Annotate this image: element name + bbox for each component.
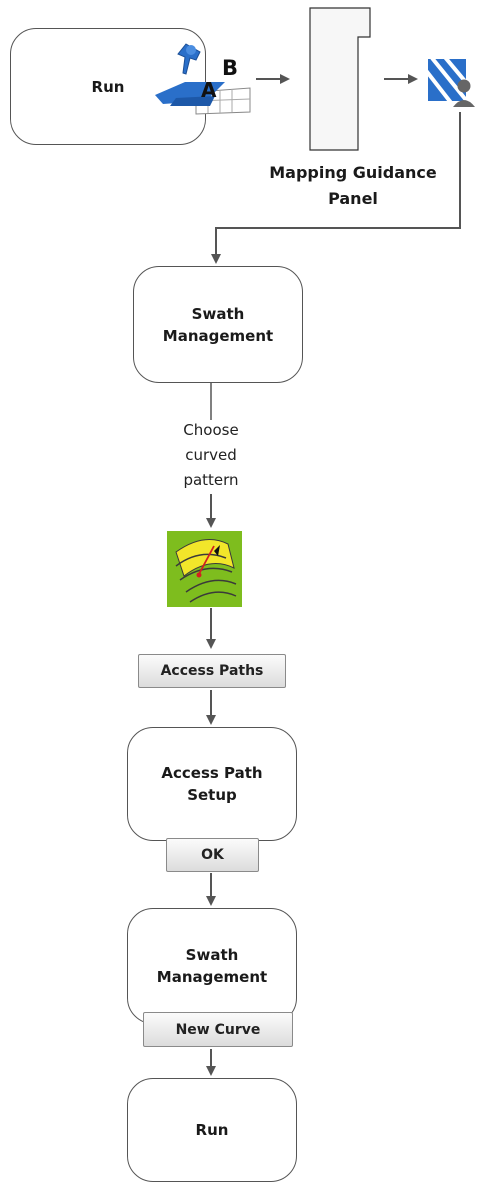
new-curve-button[interactable]: New Curve — [143, 1012, 293, 1047]
mapping-guidance-panel-label: Mapping Guidance Panel — [269, 163, 437, 208]
choose-curved-pattern-label: Choose curved pattern — [183, 421, 239, 489]
run-end-box: Run — [127, 1078, 297, 1182]
ab-label-a: A — [201, 78, 217, 102]
access-path-setup-box: Access Path Setup — [127, 727, 297, 841]
arrow-icon-to-swath — [211, 112, 461, 264]
run-start-label: Run — [91, 77, 125, 96]
swath-management-box-2: Swath Management — [127, 908, 297, 1024]
swath-management-box-1: Swath Management — [133, 266, 303, 383]
run-end-label: Run — [195, 1121, 229, 1139]
ok-button[interactable]: OK — [166, 838, 259, 872]
access-path-setup-label: Access Path Setup — [161, 764, 263, 804]
swath-management-2-label: Swath Management — [156, 946, 268, 986]
ab-label-b: B — [222, 56, 239, 80]
swath-management-1-label: Swath Management — [162, 304, 274, 345]
access-paths-button[interactable]: Access Paths — [138, 654, 286, 688]
